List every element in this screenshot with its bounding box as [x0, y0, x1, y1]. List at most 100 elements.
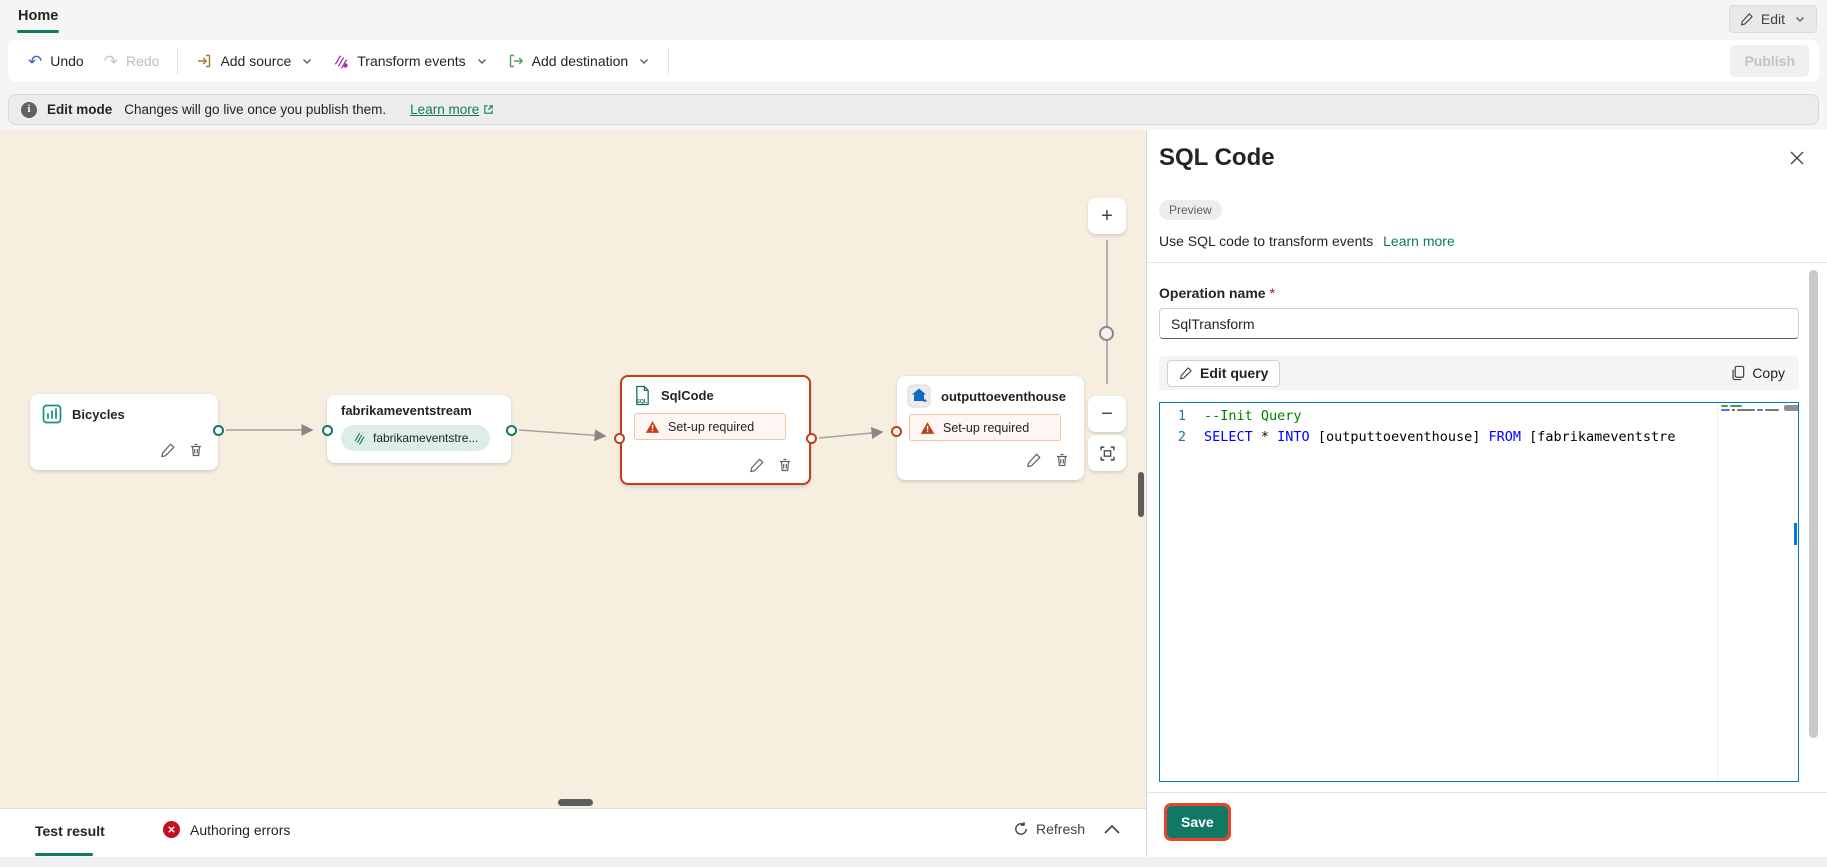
panel-description: Use SQL code to transform events Learn m…	[1159, 233, 1455, 249]
operation-name-input[interactable]	[1159, 308, 1799, 339]
authoring-errors-label: Authoring errors	[190, 821, 291, 838]
add-destination-icon	[509, 54, 523, 68]
copy-button[interactable]: Copy	[1725, 365, 1791, 381]
delete-node-icon[interactable]	[777, 457, 793, 473]
node-title: SqlCode	[661, 388, 714, 403]
line-number: 1	[1177, 408, 1186, 424]
pencil-icon	[1180, 367, 1192, 380]
operation-name-text: Operation name	[1159, 285, 1266, 301]
refresh-icon	[1015, 822, 1027, 835]
edit-button-label: Edit	[1760, 11, 1785, 27]
close-panel-button[interactable]	[1789, 150, 1805, 169]
overview-ruler-mark	[1794, 523, 1797, 545]
toolbar-divider	[668, 48, 670, 74]
setup-required-label: Set-up required	[668, 419, 755, 434]
node-eventhouse[interactable]: outputtoeventhouse Set-up required	[897, 376, 1084, 480]
node-bicycles[interactable]: Bicycles	[30, 394, 218, 470]
port-sqlcode-in[interactable]	[614, 433, 625, 444]
info-icon: i	[21, 101, 37, 118]
sql-comment: --Init Query	[1204, 408, 1302, 424]
operation-name-label: Operation name*	[1159, 285, 1275, 301]
zoom-slider-track[interactable]	[1106, 240, 1108, 384]
node-sqlcode[interactable]: SQL SqlCode Set-up required	[620, 375, 811, 485]
delete-node-icon[interactable]	[188, 442, 204, 458]
edit-node-icon[interactable]	[1026, 452, 1042, 468]
edit-node-icon[interactable]	[749, 457, 765, 473]
setup-required-pill: Set-up required	[634, 413, 786, 440]
zoom-slider-handle[interactable]	[1099, 326, 1114, 341]
chevron-down-icon	[476, 55, 488, 67]
save-area-divider	[1147, 792, 1827, 793]
sql-code-icon: SQL	[636, 385, 649, 406]
toolbar-divider	[177, 48, 179, 74]
close-icon	[1790, 151, 1804, 165]
panel-learn-more-link[interactable]: Learn more	[1383, 233, 1455, 249]
chevron-up-icon	[1104, 824, 1120, 834]
editor-minimap[interactable]	[1717, 403, 1783, 781]
add-destination-label: Add destination	[531, 53, 629, 69]
port-bicycles-out[interactable]	[213, 425, 224, 436]
banner-learn-more-link[interactable]: Learn more	[410, 102, 494, 117]
panel-divider	[1147, 262, 1827, 263]
delete-node-icon[interactable]	[1054, 452, 1070, 468]
setup-required-label: Set-up required	[943, 420, 1030, 435]
sql-code-editor[interactable]: 1 --Init Query 2 SELECT * INTO [outputto…	[1159, 402, 1799, 782]
ribbon-toolbar: ↶ Undo ↷ Redo Add source Transform event…	[8, 40, 1819, 82]
panel-scrollbar[interactable]	[1809, 270, 1818, 738]
minimap-slider[interactable]	[1784, 405, 1798, 411]
edit-mode-dropdown-button[interactable]: Edit	[1728, 5, 1817, 33]
canvas-vertical-scrollbar[interactable]	[1138, 472, 1144, 517]
sql-statement: SELECT * INTO [outputtoeventhouse] FROM …	[1204, 429, 1676, 445]
redo-button[interactable]: ↷ Redo	[94, 45, 170, 77]
zoom-in-button[interactable]: +	[1088, 198, 1126, 234]
refresh-button[interactable]: Refresh	[1013, 821, 1085, 837]
chevron-down-icon	[1794, 13, 1806, 25]
query-toolbar: Edit query Copy	[1159, 356, 1799, 390]
minus-icon: −	[1101, 402, 1113, 425]
node-eventstream[interactable]: fabrikameventstream fabrikameventstre...	[327, 395, 511, 463]
edit-mode-banner: i Edit mode Changes will go live once yo…	[8, 94, 1819, 125]
zoom-out-button[interactable]: −	[1088, 396, 1126, 432]
collapse-panel-button[interactable]	[1103, 823, 1121, 840]
tab-authoring-errors[interactable]: Authoring errors	[163, 821, 290, 838]
eventhouse-icon	[907, 384, 931, 408]
transform-events-label: Transform events	[357, 53, 466, 69]
transform-events-button[interactable]: Transform events	[323, 45, 497, 77]
add-source-label: Add source	[220, 53, 292, 69]
canvas-horizontal-scrollbar[interactable]	[558, 799, 593, 806]
undo-button[interactable]: ↶ Undo	[18, 45, 94, 77]
port-eventstream-in[interactable]	[322, 425, 333, 436]
edit-node-icon[interactable]	[160, 442, 176, 458]
save-button[interactable]: Save	[1164, 803, 1231, 841]
edit-query-button[interactable]: Edit query	[1167, 359, 1281, 387]
refresh-label: Refresh	[1036, 821, 1086, 837]
bottom-panel-bar: Test result Authoring errors Refresh	[0, 808, 1146, 857]
copy-icon	[1732, 365, 1745, 381]
transform-events-icon	[334, 55, 348, 69]
fit-view-icon	[1099, 445, 1115, 461]
edge-connections	[226, 424, 884, 442]
tab-home[interactable]: Home	[18, 8, 59, 24]
code-line: 2 SELECT * INTO [outputtoeventhouse] FRO…	[1160, 427, 1798, 448]
eventstream-pill[interactable]: fabrikameventstre...	[341, 425, 491, 451]
fit-to-view-button[interactable]	[1088, 435, 1126, 471]
warning-icon	[920, 421, 935, 434]
port-sqlcode-out[interactable]	[806, 433, 817, 444]
sample-data-icon	[42, 404, 62, 424]
node-title: outputtoeventhouse	[941, 388, 1066, 404]
node-title: fabrikameventstream	[341, 403, 472, 418]
port-eventstream-out[interactable]	[506, 425, 517, 436]
tab-home-active-underline	[17, 30, 59, 33]
publish-button[interactable]: Publish	[1730, 45, 1809, 77]
code-line: 1 --Init Query	[1160, 406, 1798, 427]
add-source-button[interactable]: Add source	[186, 45, 323, 77]
node-title: Bicycles	[72, 406, 125, 422]
eventstream-canvas[interactable]: Bicycles fabrikameventstream fabrikameve…	[0, 130, 1146, 808]
redo-label: Redo	[125, 53, 160, 69]
port-eventhouse-in[interactable]	[891, 426, 902, 437]
preview-badge: Preview	[1159, 200, 1222, 220]
tab-test-result[interactable]: Test result	[35, 823, 105, 839]
warning-icon	[645, 420, 660, 433]
sql-code-panel: SQL Code Preview Use SQL code to transfo…	[1146, 130, 1827, 857]
add-destination-button[interactable]: Add destination	[498, 45, 661, 77]
